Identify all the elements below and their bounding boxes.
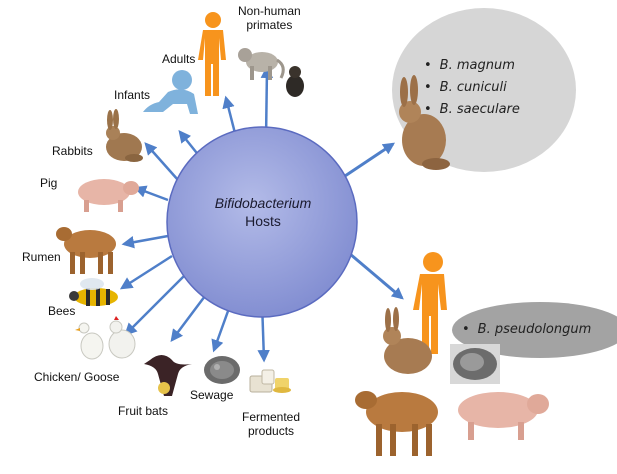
bullet-icon: •: [462, 322, 470, 337]
callout-rabbit-species-item-3: • B. saeculare: [424, 102, 520, 118]
label-infants: Infants: [114, 88, 151, 102]
bullet-icon: •: [424, 58, 432, 73]
cow-large-icon: [355, 391, 438, 456]
arrow-rumen: [121, 234, 169, 249]
callout-multi-host-species-bubble: [452, 302, 617, 358]
label-rumen: Rumen: [22, 250, 61, 264]
adult-human-icon: [198, 12, 226, 96]
bullet-icon: •: [424, 102, 432, 117]
center-title-genus: Bifidobacterium: [214, 195, 312, 211]
pig-icon: [78, 179, 139, 212]
sewage-large-icon: [450, 344, 500, 384]
label-fermented-products: Fermented products: [242, 410, 300, 438]
label-sewage: Sewage: [190, 388, 234, 402]
species-name: B. saeculare: [439, 102, 520, 117]
rabbit-icon: [106, 109, 143, 162]
species-name: B. magnum: [439, 58, 515, 73]
bullet-icon: •: [424, 80, 432, 95]
pig-large-icon: [458, 392, 549, 440]
arrow-to-rabbit-callout: [344, 142, 395, 178]
label-non-human-primates: Non-human primates: [238, 4, 301, 32]
monkey-icon: [238, 48, 304, 97]
bat-icon: [144, 355, 192, 396]
center-hosts-circle: [166, 126, 358, 318]
callout-multi-host-species-item-1: • B. pseudolongum: [462, 322, 591, 338]
label-bees: Bees: [48, 304, 76, 318]
arrow-to-multi-host-callout: [349, 252, 404, 300]
arrow-bats: [170, 291, 209, 342]
arrow-pig: [133, 185, 169, 202]
label-chicken-goose: Chicken/ Goose: [34, 370, 120, 384]
arrow-poultry: [124, 273, 187, 336]
rabbit-large-icon: [399, 75, 450, 170]
rabbit-small-icon: [383, 307, 432, 374]
label-non-human-primates-text: Non-human primates: [238, 4, 301, 32]
fermented-products-icon: [249, 369, 291, 393]
infant-icon: [143, 70, 198, 114]
center-title: Bifidobacterium Hosts: [188, 194, 338, 230]
bee-icon: [69, 278, 118, 306]
label-rabbits: Rabbits: [52, 144, 93, 158]
label-adults: Adults: [162, 52, 196, 66]
label-fruit-bats: Fruit bats: [118, 404, 169, 418]
callout-rabbit-species-item-1: • B. magnum: [424, 58, 515, 74]
adult-human-large-icon: [413, 252, 447, 354]
species-name: B. cuniculi: [439, 80, 507, 95]
label-fermented-products-text: Fermented products: [242, 410, 301, 438]
arrow-rabbits: [144, 142, 179, 181]
center-title-hosts: Hosts: [245, 213, 281, 229]
sewage-icon: [204, 356, 240, 384]
arrow-bees: [119, 254, 173, 290]
label-pig: Pig: [40, 176, 58, 190]
poultry-icon: [75, 316, 136, 360]
cow-icon: [56, 227, 116, 274]
callout-rabbit-species-item-2: • B. cuniculi: [424, 80, 507, 96]
species-name: B. pseudolongum: [477, 322, 592, 337]
